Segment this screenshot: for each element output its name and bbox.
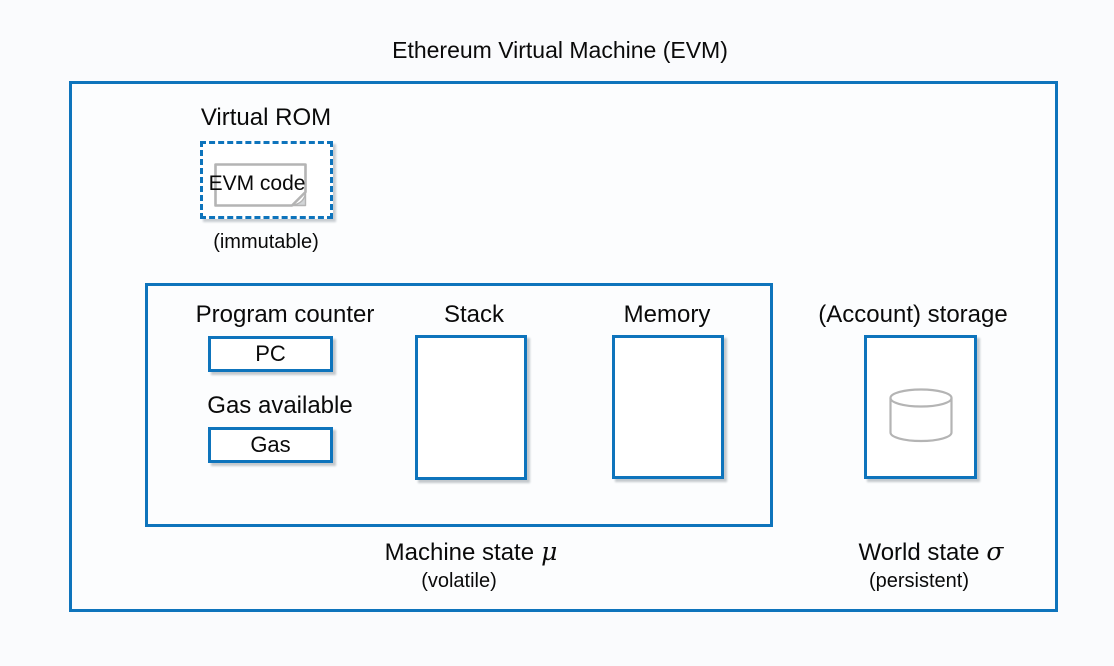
database-cylinder-icon xyxy=(889,388,953,443)
pc-box: PC xyxy=(208,336,333,372)
diagram-title: Ethereum Virtual Machine (EVM) xyxy=(392,37,728,63)
machine-state-caption-text: Machine state xyxy=(384,539,535,566)
gas-box-label: Gas xyxy=(250,432,291,457)
account-storage-label: (Account) storage xyxy=(818,301,1008,328)
virtual-rom-caption: (immutable) xyxy=(213,231,319,253)
evm-code-note: EVM code xyxy=(208,163,307,207)
memory-box xyxy=(612,335,724,479)
account-storage-box xyxy=(864,335,977,479)
pc-box-label: PC xyxy=(255,341,286,366)
stack-label: Stack xyxy=(443,301,505,328)
world-state-subcaption: (persistent) xyxy=(868,570,970,592)
memory-label: Memory xyxy=(623,301,711,328)
stack-box xyxy=(415,335,527,480)
gas-available-label: Gas available xyxy=(207,392,353,419)
machine-state-box xyxy=(145,283,773,527)
mu-symbol: μ xyxy=(541,537,558,566)
world-state-caption-text: World state xyxy=(858,539,980,566)
note-icon xyxy=(214,163,307,207)
program-counter-label: Program counter xyxy=(195,301,375,328)
machine-state-subcaption: (volatile) xyxy=(421,570,497,592)
evm-code-label: EVM code xyxy=(208,172,306,195)
gas-box: Gas xyxy=(208,427,333,463)
sigma-symbol: σ xyxy=(986,537,1004,566)
virtual-rom-label: Virtual ROM xyxy=(200,104,332,131)
